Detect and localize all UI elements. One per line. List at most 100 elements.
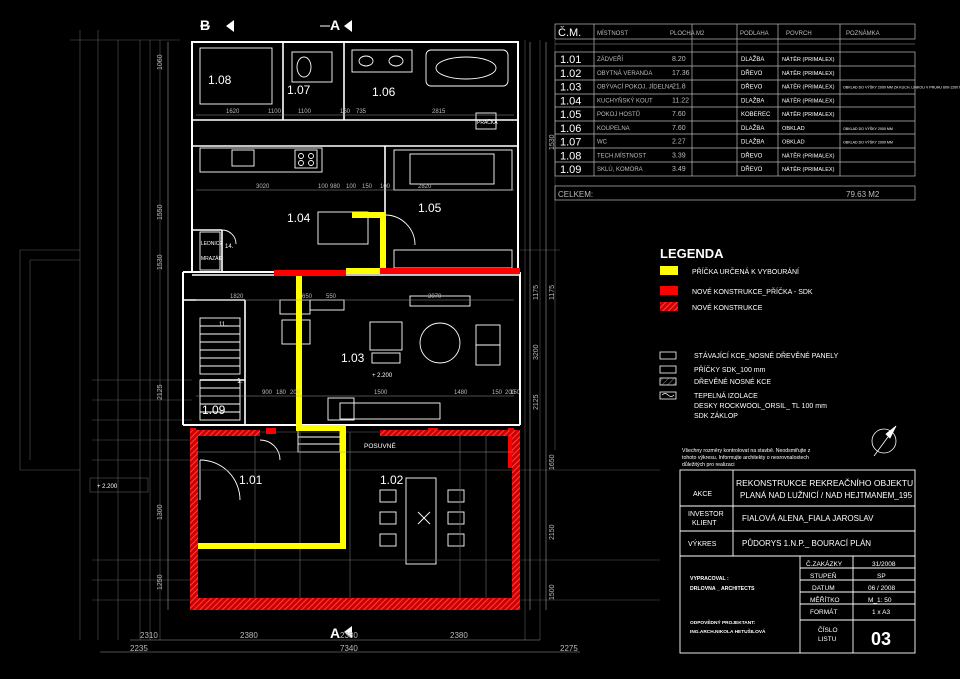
room-cell-area: 17.36 [672,70,690,77]
room-cell-area: 3.39 [672,152,686,159]
dimension-label: 2310 [140,631,158,640]
freezer-label: MRAZÁK [201,255,223,262]
dimension-text: 2310 2380 2380 2380 2235 7340 2275 1620 … [130,54,578,653]
room-cell-surface: NÁTĚR (PRIMALEX) [782,151,835,159]
room-cell-num: 1.05 [560,109,581,121]
room-cell-num: 1.04 [560,95,581,107]
section-mark-b-top: B [200,17,210,33]
room-cell-floor: DŘEVO [741,151,763,159]
dimension-label: 180 [276,390,287,396]
room-cell-area: 7.60 [672,125,686,132]
material-item: PŘÍČKY SDK_100 mm [694,365,766,374]
title-block: AKCE REKONSTRUKCE REKREAČNÍHO OBJEKTU PL… [688,478,913,649]
akce-line: PLANÁ NAD LUŽNICÍ / NAD HEJTMANEM_195 [740,491,913,500]
room-cell-num: 1.03 [560,82,581,94]
room-cell-surface: NÁTĚR (PRIMALEX) [782,55,835,63]
akce-line: REKONSTRUKCE REKREAČNÍHO OBJEKTU [736,478,913,488]
vypracoval-label: VYPRACOVAL : [690,576,729,582]
dimension-label: 900 [262,390,273,396]
note-line: Všechny rozměry kontrolovat na stavbě. N… [682,448,811,454]
dimension-label: 1175 [533,285,540,300]
dimension-label: 1620 [226,109,240,115]
field-value: 1 x A3 [872,609,890,616]
dimension-label: 735 [356,109,367,115]
room-label: 1.05 [418,201,442,215]
field-label: Č.ZAKÁZKY [806,559,843,568]
room-cell-surface: NÁTĚR (PRIMALEX) [782,165,835,173]
room-cell-num: 1.07 [560,137,581,149]
dimension-label: 2235 [130,644,148,653]
field-label: MĚŘÍTKO [810,595,840,604]
furniture [199,147,513,565]
construction-lines [19,30,660,640]
room-label: 1.02 [380,473,404,487]
note-line: tohoto výkresu. Informujte architekty o … [682,455,809,461]
legend-item: NOVÉ KONSTRUKCE_PŘÍČKA - SDK [692,287,813,296]
sheet-number: 03 [871,629,891,649]
dimension-label: 1500 [374,390,388,396]
disclaimer-note: Všechny rozměry kontrolovat na stavbě. N… [682,448,811,468]
room-cell-note: OBKLAD DO VÝŠKY 2000 MM [843,140,893,145]
field-value: 31/2008 [872,561,896,568]
room-cell-num: 1.09 [560,164,581,176]
room-cell-name: POKOJ HOSTŮ [597,111,640,118]
dimension-label: 1530 [157,254,164,270]
dimension-label: 100 [318,184,329,190]
dimension-label: 2820 [418,184,432,190]
total-label: CELKEM: [558,190,593,199]
table-header: MÍSTNOST [597,30,628,37]
material-item: SDK ZÁKLOP [694,411,738,420]
room-cell-num: 1.01 [560,54,581,66]
legend: LEGENDA PŘÍČKA URČENÁ K VYBOURÁNÍ NOVÉ K… [660,246,839,420]
dimension-label: 1060 [157,54,164,70]
table-header: PLOCHA M2 [670,31,705,37]
room-cell-surface: OBKLAD [782,140,805,146]
dimension-label: 2275 [560,644,578,653]
odpovedny-label: ODPOVĚDNÝ PROJEKTANT: [690,618,756,626]
north-arrow [871,425,897,457]
exterior-walls [182,41,521,426]
dimension-label: 150 [492,390,503,396]
dimension-label: 1175 [549,285,556,300]
bathroom-fixtures [199,47,509,130]
dimension-label: 2380 [450,631,468,640]
room-cell-area: 11.22 [672,97,689,104]
dimension-label: 1820 [230,294,244,300]
room-number-labels: 1.08 1.07 1.06 1.04 1.05 1.03 1.09 1.01 … [202,73,442,487]
interior-walls [183,42,520,425]
room-cell-num: 1.02 [560,68,581,80]
room-label: 1.08 [208,73,232,87]
dimension-label: 160 [340,109,351,115]
table-header: POVRCH [786,31,812,37]
room-cell-floor: DLAŽBA [741,138,764,146]
section-mark-a-top: A [330,17,340,33]
dimension-label: 650 [302,294,313,300]
vypracoval-value: DRLOVNA _ ARCHITECTS [690,586,755,592]
total-value: 79.63 M2 [846,190,880,199]
room-cell-area: 7.60 [672,111,686,118]
field-value: 06 / 2008 [868,585,895,592]
sheet-label: LISTU [818,636,837,643]
material-item: TEPELNÁ IZOLACE [694,391,758,400]
title-block-grid [679,469,916,654]
demolition-walls [192,212,386,549]
dimension-label: 3020 [256,184,270,190]
level-label: + 2.200 [372,373,393,379]
room-cell-note: OBKLAD DO VÝŠKY 2000 MM ZA KUCH. LINKOU … [843,85,960,90]
fridge-label: LEDNICE [201,241,223,247]
room-cell-area: 8.20 [672,56,686,63]
veranda-grid [196,431,514,606]
dimension-lines [100,42,580,653]
dimension-label: 150 [510,390,521,396]
item-number: 14. [225,244,234,250]
section-mark-a-bottom: A [330,625,340,641]
room-cell-area: 21.8 [672,84,686,91]
room-cell-surface: NÁTĚR (PRIMALEX) [782,69,835,77]
dimension-label: 1550 [157,204,164,220]
room-cell-floor: DLAŽBA [741,124,764,132]
dimension-label: 2380 [240,631,258,640]
legend-title: LEGENDA [660,246,724,261]
vykres-value: PŮDORYS 1.N.P._ BOURACÍ PLÁN [742,539,871,548]
field-label: STUPEŇ [810,571,837,580]
